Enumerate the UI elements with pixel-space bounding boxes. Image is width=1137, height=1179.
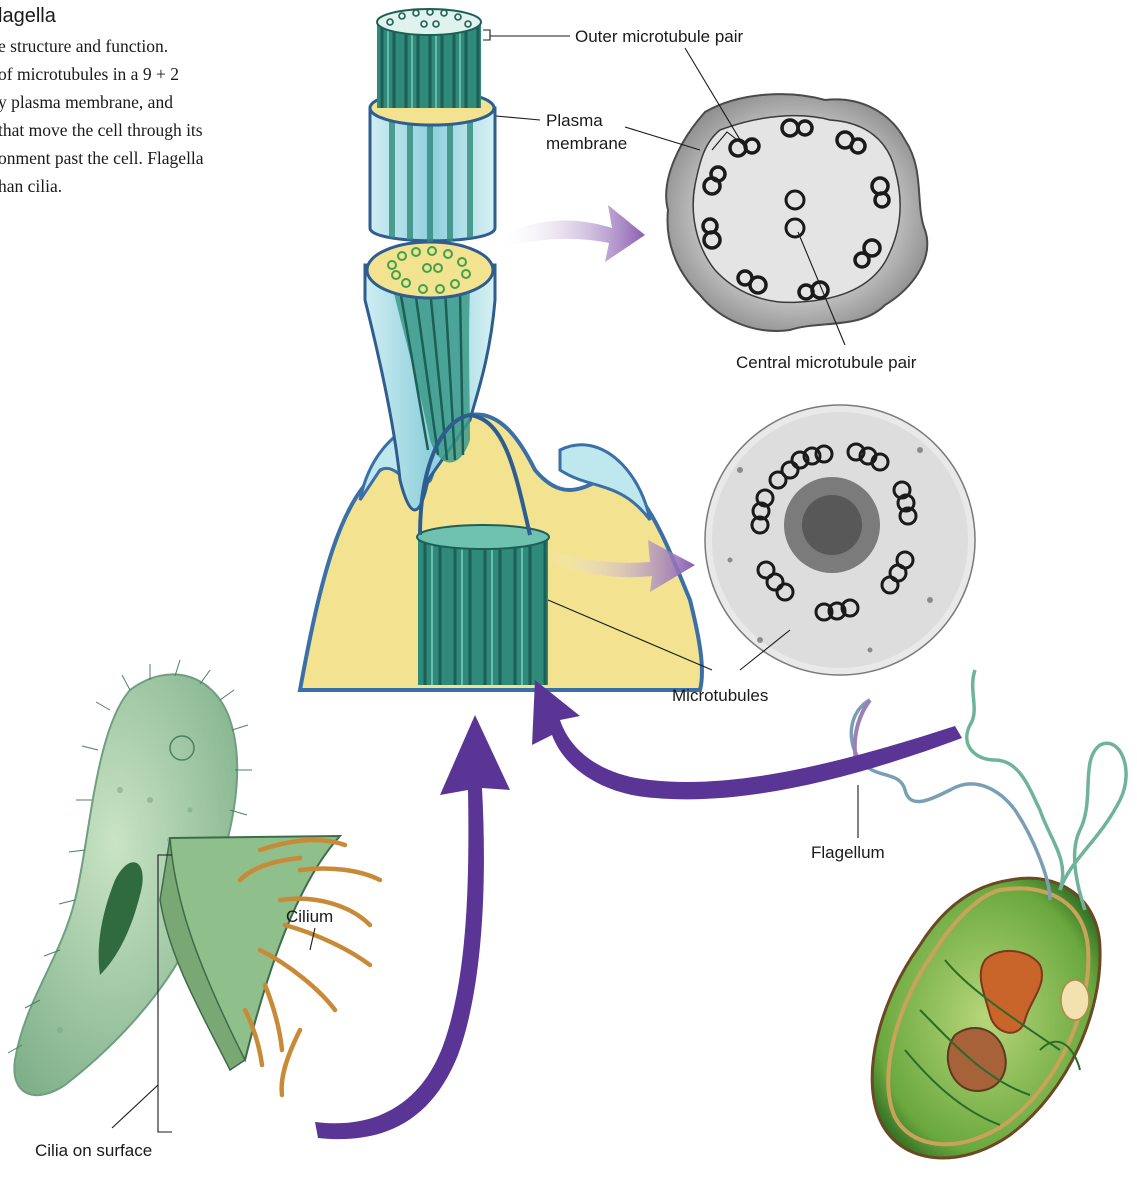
em-cross-section-basal	[705, 405, 975, 675]
caption-line-6: han cilia.	[0, 176, 62, 196]
caption: lagella e structure and function. of mic…	[0, 5, 204, 196]
cilia-surface-label: Cilia on surface	[35, 1141, 152, 1160]
plasma-label-line-2: membrane	[546, 134, 627, 153]
caption-line-1: e structure and function.	[0, 36, 168, 56]
flagellum-label: Flagellum	[811, 843, 885, 862]
caption-title: lagella	[0, 5, 57, 27]
label-flagellum: Flagellum	[811, 785, 885, 862]
euglena-nucleus	[948, 1028, 1006, 1091]
caption-line-4: that move the cell through its	[0, 120, 203, 140]
euglena	[872, 878, 1100, 1158]
flagellum-strands	[851, 670, 1126, 910]
arrow-from-paramecium	[315, 715, 510, 1139]
basal-body	[417, 525, 549, 685]
arrow-to-9plus2	[495, 205, 645, 262]
caption-line-5: onment past the cell. Flagella	[0, 148, 204, 168]
caption-line-2: of microtubules in a 9 + 2	[0, 64, 179, 84]
microtubules-label: Microtubules	[672, 686, 768, 705]
axoneme-illustration	[300, 9, 702, 690]
caption-line-3: y plasma membrane, and	[0, 92, 173, 112]
em-cross-section-9plus2	[666, 94, 927, 331]
cilium-label: Cilium	[286, 907, 333, 926]
plasma-label-line-1: Plasma	[546, 111, 603, 130]
paramecium-surface-wedge	[160, 836, 380, 1095]
outer-pair-label: Outer microtubule pair	[575, 27, 744, 46]
exposed-microtubules	[377, 9, 481, 108]
central-pair-label: Central microtubule pair	[736, 353, 917, 372]
membrane-segment	[370, 91, 495, 242]
